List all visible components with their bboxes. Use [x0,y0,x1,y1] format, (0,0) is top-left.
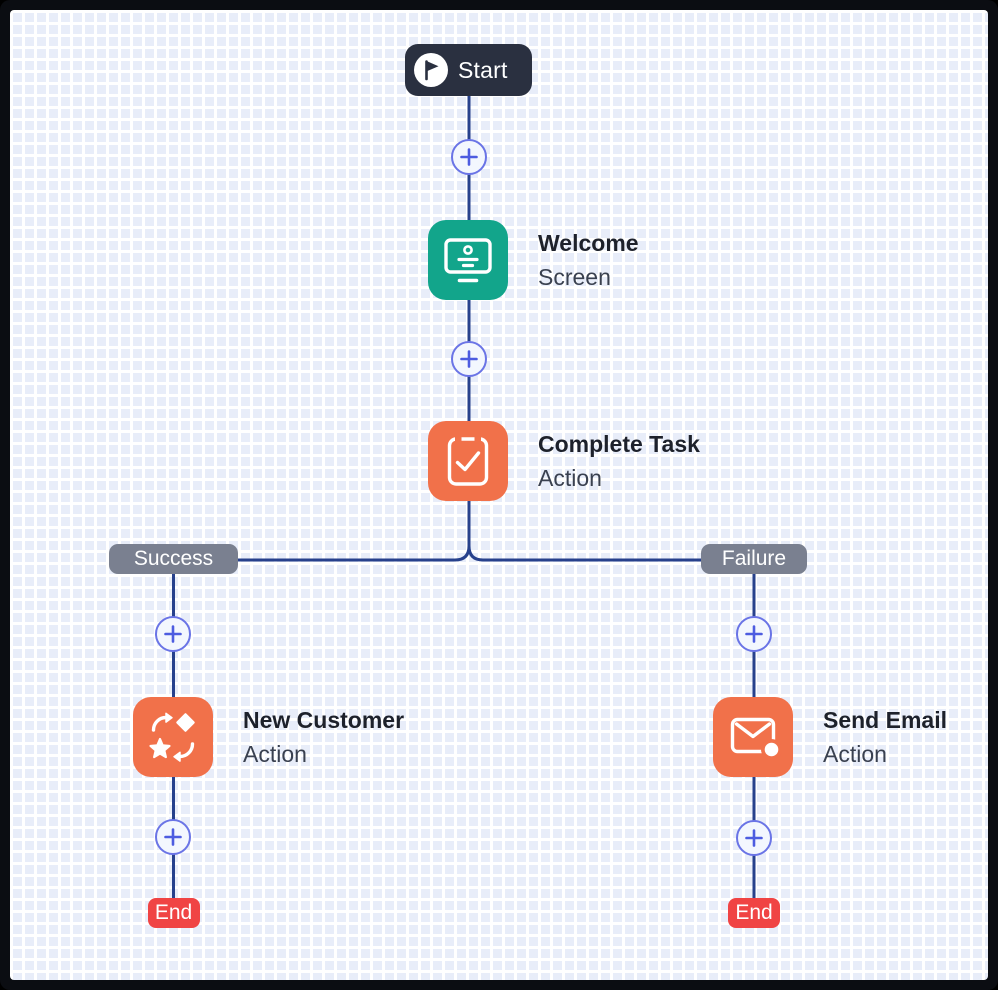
kiosk-screen-icon [428,220,508,300]
task-check-icon [428,421,508,501]
start-node[interactable]: Start [405,44,532,96]
node-complete-task[interactable]: Complete Task Action [428,421,700,501]
plus-icon [745,829,763,847]
email-icon [713,697,793,777]
node-title: New Customer [243,707,405,733]
plus-icon [460,350,478,368]
add-step-button-success-1[interactable] [155,616,191,652]
add-step-button-2[interactable] [451,341,487,377]
add-step-button-1[interactable] [451,139,487,175]
end-node-success: End [147,898,200,928]
end-label: End [154,901,193,924]
node-new-customer[interactable]: New Customer Action [133,697,404,777]
workflow-canvas: Start [10,10,988,980]
plus-icon [164,828,182,846]
node-subtitle: Action [243,741,307,767]
add-step-button-success-2[interactable] [155,819,191,855]
plus-icon [745,625,763,643]
node-send-email[interactable]: Send Email Action [713,697,947,777]
plus-icon [460,148,478,166]
end-label: End [735,901,773,924]
node-welcome-screen[interactable]: Welcome Screen [428,220,639,300]
plus-icon [164,625,182,643]
node-subtitle: Action [538,465,602,491]
branch-label-text: Failure [721,547,787,570]
node-subtitle: Action [823,741,887,767]
add-step-button-failure-2[interactable] [736,820,772,856]
node-subtitle: Screen [538,264,611,290]
branch-label-failure: Failure [701,544,807,574]
add-step-button-failure-1[interactable] [736,616,772,652]
end-node-failure: End [728,898,780,928]
branch-label-success: Success [109,544,238,574]
flag-icon [414,53,448,87]
start-label: Start [458,56,508,83]
node-title: Send Email [823,707,947,733]
node-title: Welcome [538,230,639,256]
branch-label-text: Success [133,547,214,570]
custom-action-icon [133,697,213,777]
node-title: Complete Task [538,431,700,457]
